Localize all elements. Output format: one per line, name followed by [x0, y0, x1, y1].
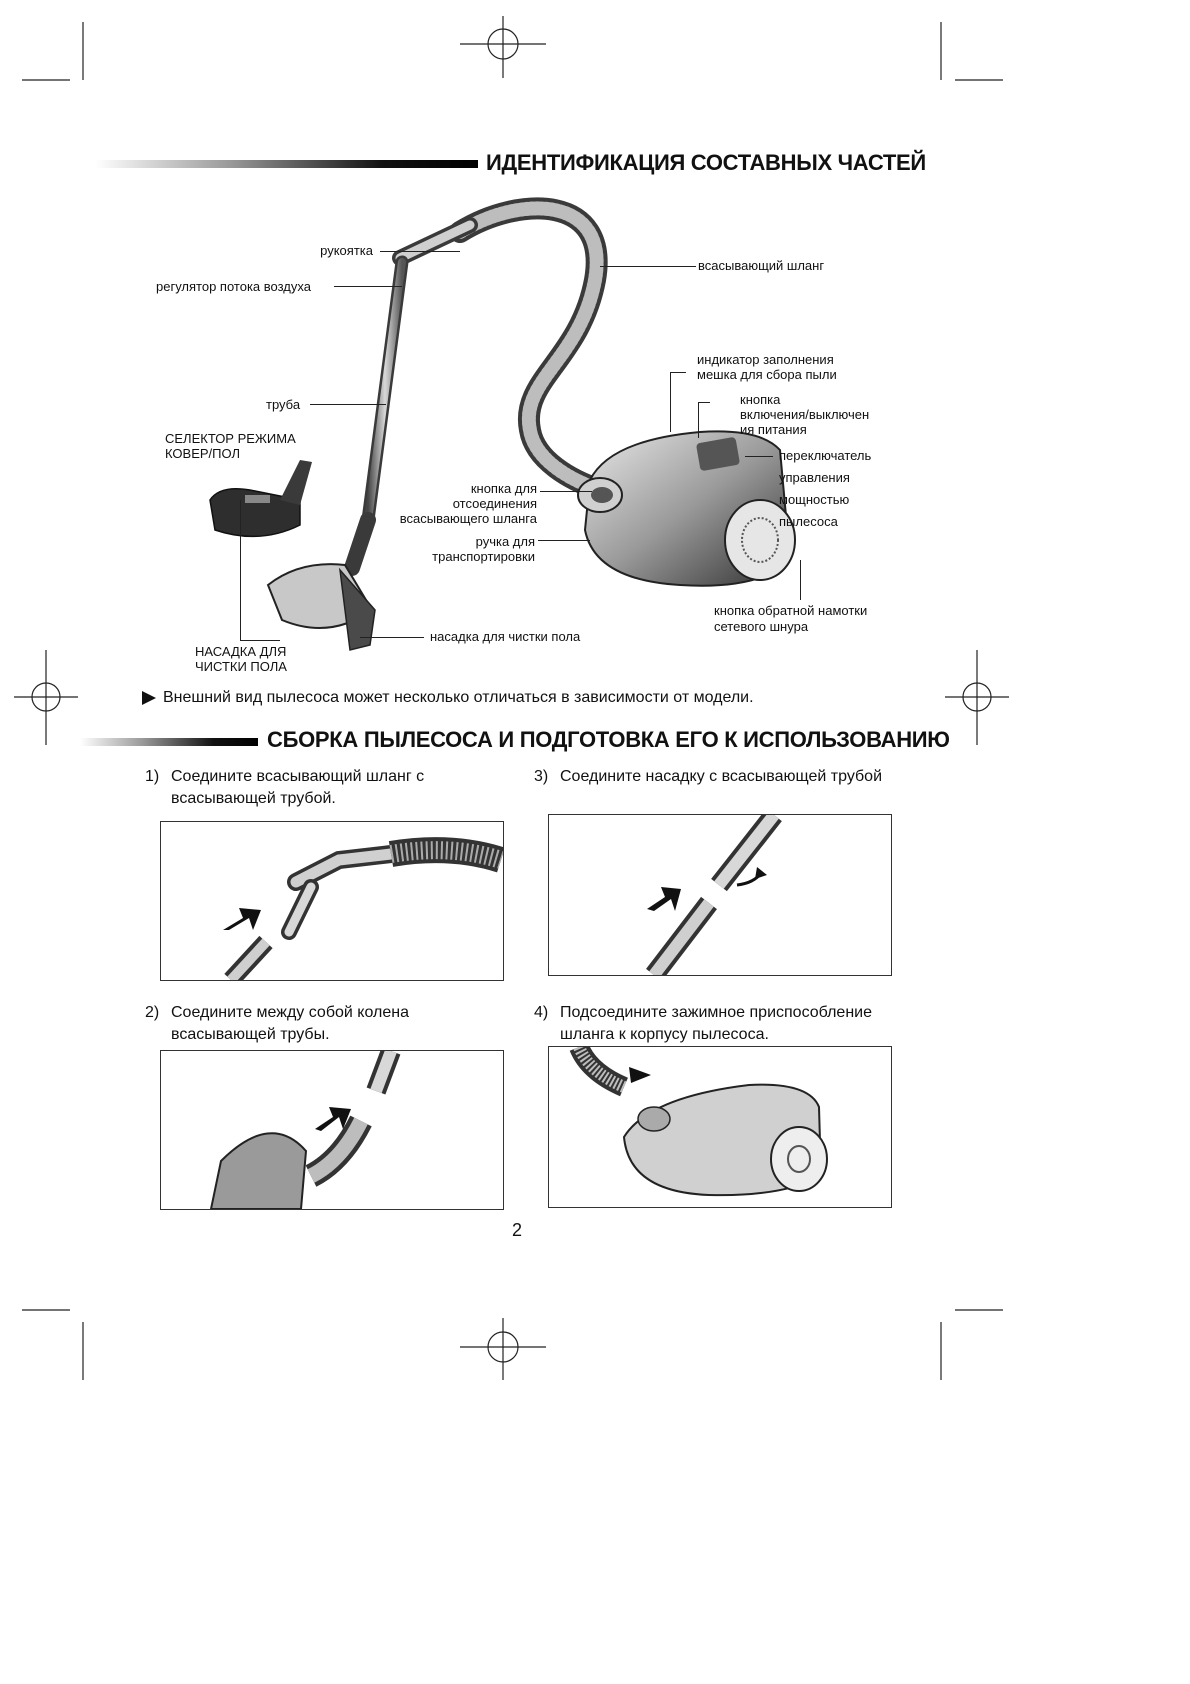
label-selector-line1: СЕЛЕКТОР РЕЖИМА [165, 431, 296, 446]
leader-line [538, 540, 590, 541]
vacuum-illustration [209, 197, 796, 651]
label-handle: рукоятка [320, 243, 373, 258]
step-number: 3) [534, 768, 549, 785]
label-release-line1: кнопка для [470, 481, 537, 496]
step-number: 1) [145, 768, 160, 785]
label-switch-line1: переключатель [779, 448, 872, 463]
leader-line [380, 251, 460, 252]
model-note: Внешний вид пылесоса может несколько отл… [163, 689, 754, 706]
leader-line [800, 560, 801, 600]
step-1: 1) Соедините всасывающий шланг с всасыва… [145, 766, 515, 816]
step-4: 4) Подсоедините зажимное приспособление … [534, 1002, 914, 1052]
step-1-illustration [160, 821, 504, 981]
label-release-line2: отсоединения [452, 496, 537, 511]
step-text: Подсоедините зажимное приспособление шла… [560, 1004, 872, 1043]
label-switch-line2: управления [779, 470, 850, 485]
leader-line [600, 266, 696, 267]
step-text: Соедините между собой колена всасывающей… [171, 1004, 409, 1043]
label-tube: труба [266, 397, 301, 412]
page-number: 2 [512, 1220, 523, 1240]
section-rule [80, 738, 258, 746]
label-release-line3: всасывающего шланга [399, 511, 537, 526]
label-indicator-line2: мешка для сбора пыли [697, 367, 837, 382]
label-power-line2: включения/выключен [740, 407, 870, 422]
label-rewind-line2: сетевого шнура [714, 619, 809, 634]
leader-line [240, 500, 241, 640]
step-text: Соедините насадку с всасывающей трубой [560, 768, 883, 785]
label-rewind-line1: кнопка обратной намотки [714, 603, 868, 618]
leader-line [310, 404, 386, 405]
section-rule [95, 160, 478, 168]
step-2-illustration [160, 1050, 504, 1210]
leader-line [334, 286, 402, 287]
label-suction-hose: всасывающий шланг [698, 258, 825, 273]
leader-line [540, 491, 592, 492]
label-floor-nozzle: насадка для чистки пола [430, 629, 581, 644]
label-switch-line4: пылесоса [779, 514, 838, 529]
label-nozzle-line2: ЧИСТКИ ПОЛА [195, 659, 287, 674]
label-selector-line2: КОВЕР/ПОЛ [165, 446, 241, 461]
step-2: 2) Соедините между собой колена всасываю… [145, 1002, 515, 1052]
leader-line [698, 402, 699, 438]
leader-line [670, 372, 686, 373]
label-indicator-line1: индикатор заполнения [697, 352, 834, 367]
step-number: 2) [145, 1004, 160, 1021]
step-text: Соедините всасывающий шланг с всасывающе… [171, 768, 425, 807]
step-3-illustration [548, 814, 892, 976]
leader-line [240, 640, 280, 641]
leader-line [670, 372, 671, 432]
step-number: 4) [534, 1004, 549, 1021]
label-nozzle-line1: НАСАДКА ДЛЯ [195, 644, 287, 659]
leader-line [698, 402, 710, 403]
section-title-assembly: СБОРКА ПЫЛЕСОСА И ПОДГОТОВКА ЕГО К ИСПОЛ… [267, 727, 950, 752]
label-carry-line2: транспортировки [432, 549, 535, 564]
label-power-line3: ия питания [740, 422, 807, 437]
label-power-line1: кнопка [740, 392, 781, 407]
arrow-right-icon [142, 691, 156, 705]
leader-line [745, 456, 773, 457]
label-switch-line3: мощностью [779, 492, 850, 507]
step-3: 3) Соедините насадку с всасывающей трубо… [534, 766, 904, 816]
label-airflow-regulator: регулятор потока воздуха [156, 279, 311, 294]
section-title-identification: ИДЕНТИФИКАЦИЯ СОСТАВНЫХ ЧАСТЕЙ [486, 150, 926, 175]
step-4-illustration [548, 1046, 892, 1208]
leader-line [360, 637, 424, 638]
label-carry-line1: ручка для [475, 534, 535, 549]
